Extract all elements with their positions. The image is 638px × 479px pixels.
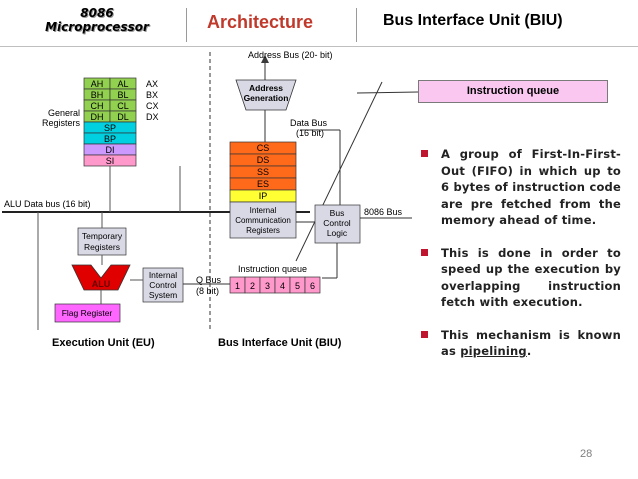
reg-sp-label: SP	[104, 123, 116, 133]
reg-cl-label: CL	[117, 101, 129, 111]
temp-registers-label-2: Registers	[84, 242, 120, 252]
flag-register-label: Flag Register	[62, 308, 113, 318]
logo-8086-microprocessor: 8086 Microprocessor	[22, 6, 172, 34]
queue-slot-1: 1	[235, 281, 240, 291]
topic-title: Bus Interface Unit (BIU)	[383, 12, 563, 29]
general-registers: AH AL BH BL CH CL DH DL SP BP DI SI AX B…	[42, 77, 159, 167]
alu-label: ALU	[92, 279, 111, 289]
general-registers-label-2: Registers	[42, 118, 81, 128]
bus-control-label-1: Bus	[330, 208, 345, 218]
bus-control-label-2: Control	[323, 218, 351, 228]
queue-slot-3: 3	[265, 281, 270, 291]
q-bus-label-1: Q Bus	[196, 275, 222, 285]
alu-data-bus-label: ALU Data bus (16 bit)	[4, 199, 91, 209]
bullet-list: A group of First-In-First-Out (FIFO) in …	[421, 146, 621, 376]
pipelining-term: pipelining	[460, 344, 527, 358]
pair-cx: CX	[146, 101, 159, 111]
reg-di-label: DI	[106, 145, 115, 155]
address-generation-label-2: Generation	[244, 93, 289, 103]
internal-comm-label-2: Communication	[235, 216, 291, 225]
flag-register	[54, 303, 121, 323]
address-generation-block	[235, 79, 297, 111]
bullet-item-1: A group of First-In-First-Out (FIFO) in …	[421, 146, 621, 229]
internal-control-label-1: Internal	[149, 270, 177, 280]
address-bus-label: Address Bus (20- bit)	[248, 50, 333, 60]
section-title: Architecture	[207, 12, 314, 32]
temp-registers-label-1: Temporary	[82, 231, 123, 241]
queue-slot-5: 5	[295, 281, 300, 291]
page-number: 28	[580, 448, 593, 460]
external-bus-label: 8086 Bus	[364, 207, 403, 217]
bullet-square-icon	[421, 150, 428, 157]
bullet-square-icon	[421, 248, 428, 256]
internal-communication-registers	[229, 201, 297, 239]
address-generation-label-1: Address	[249, 83, 283, 93]
alu-block	[71, 264, 131, 291]
queue-slot-2: 2	[250, 281, 255, 291]
pair-dx: DX	[146, 112, 159, 122]
bullet-text-3-pre: This mechanism is known as	[441, 327, 621, 359]
instruction-queue-label: Instruction queue	[238, 264, 307, 274]
instruction-queue-callout: Instruction queue	[418, 80, 608, 103]
bus-control-label-3: Logic	[327, 228, 348, 238]
reg-si-label: SI	[106, 156, 115, 166]
pair-ax: AX	[146, 79, 158, 89]
bullet-text-2: This is done in order to speed up the ex…	[441, 245, 621, 310]
bus-control-logic	[314, 204, 361, 244]
internal-comm-label-1: Internal	[250, 206, 277, 215]
queue-slot	[304, 276, 321, 294]
internal-control-system	[142, 267, 184, 303]
bullet-square-icon	[421, 330, 428, 338]
reg-dh-label: DH	[91, 112, 104, 122]
instruction-queue: 1 2 3 4 5 6	[229, 276, 321, 294]
bullet-text-3-post: .	[526, 344, 532, 358]
callout-line-1	[356, 91, 419, 94]
eu-caption: Execution Unit (EU)	[52, 337, 155, 349]
general-registers-label-1: General	[48, 108, 80, 118]
biu-caption: Bus Interface Unit (BIU)	[218, 337, 342, 349]
reg-ip-label: IP	[259, 191, 268, 201]
reg-ss-label: SS	[257, 167, 269, 177]
reg-cs-label: CS	[257, 143, 270, 153]
reg-bp-label: BP	[104, 134, 116, 144]
q-bus-label-2: (8 bit)	[196, 286, 219, 296]
data-bus-label-1: Data Bus	[290, 118, 328, 128]
data-bus-label-2: (16 bit)	[296, 128, 324, 138]
bullet-item-2: This is done in order to speed up the ex…	[421, 245, 621, 311]
reg-dl-label: DL	[117, 112, 129, 122]
queue-slot-6: 6	[310, 281, 315, 291]
pair-bx: BX	[146, 90, 158, 100]
header-rule	[0, 46, 638, 47]
bullet-text-1: A group of First-In-First-Out (FIFO) in …	[441, 147, 621, 227]
bullet-item-3: This mechanism is known as pipelining.	[421, 327, 621, 360]
queue-slot-4: 4	[280, 281, 285, 291]
logo-line-1: 8086	[80, 6, 114, 20]
logo-line-2: Microprocessor	[45, 20, 149, 34]
reg-es-label: ES	[257, 179, 269, 189]
reg-bl-label: BL	[117, 90, 128, 100]
internal-control-label-2: Control	[149, 280, 177, 290]
header-divider-1	[186, 8, 187, 42]
reg-ds-label: DS	[257, 155, 270, 165]
reg-ch-label: CH	[91, 101, 104, 111]
callout-line-2	[295, 81, 383, 262]
reg-bh-label: BH	[91, 90, 104, 100]
internal-control-label-3: System	[149, 290, 177, 300]
header-divider-2	[356, 8, 357, 42]
internal-comm-label-3: Registers	[246, 226, 280, 235]
reg-ah-label: AH	[91, 79, 104, 89]
reg-al-label: AL	[117, 79, 128, 89]
